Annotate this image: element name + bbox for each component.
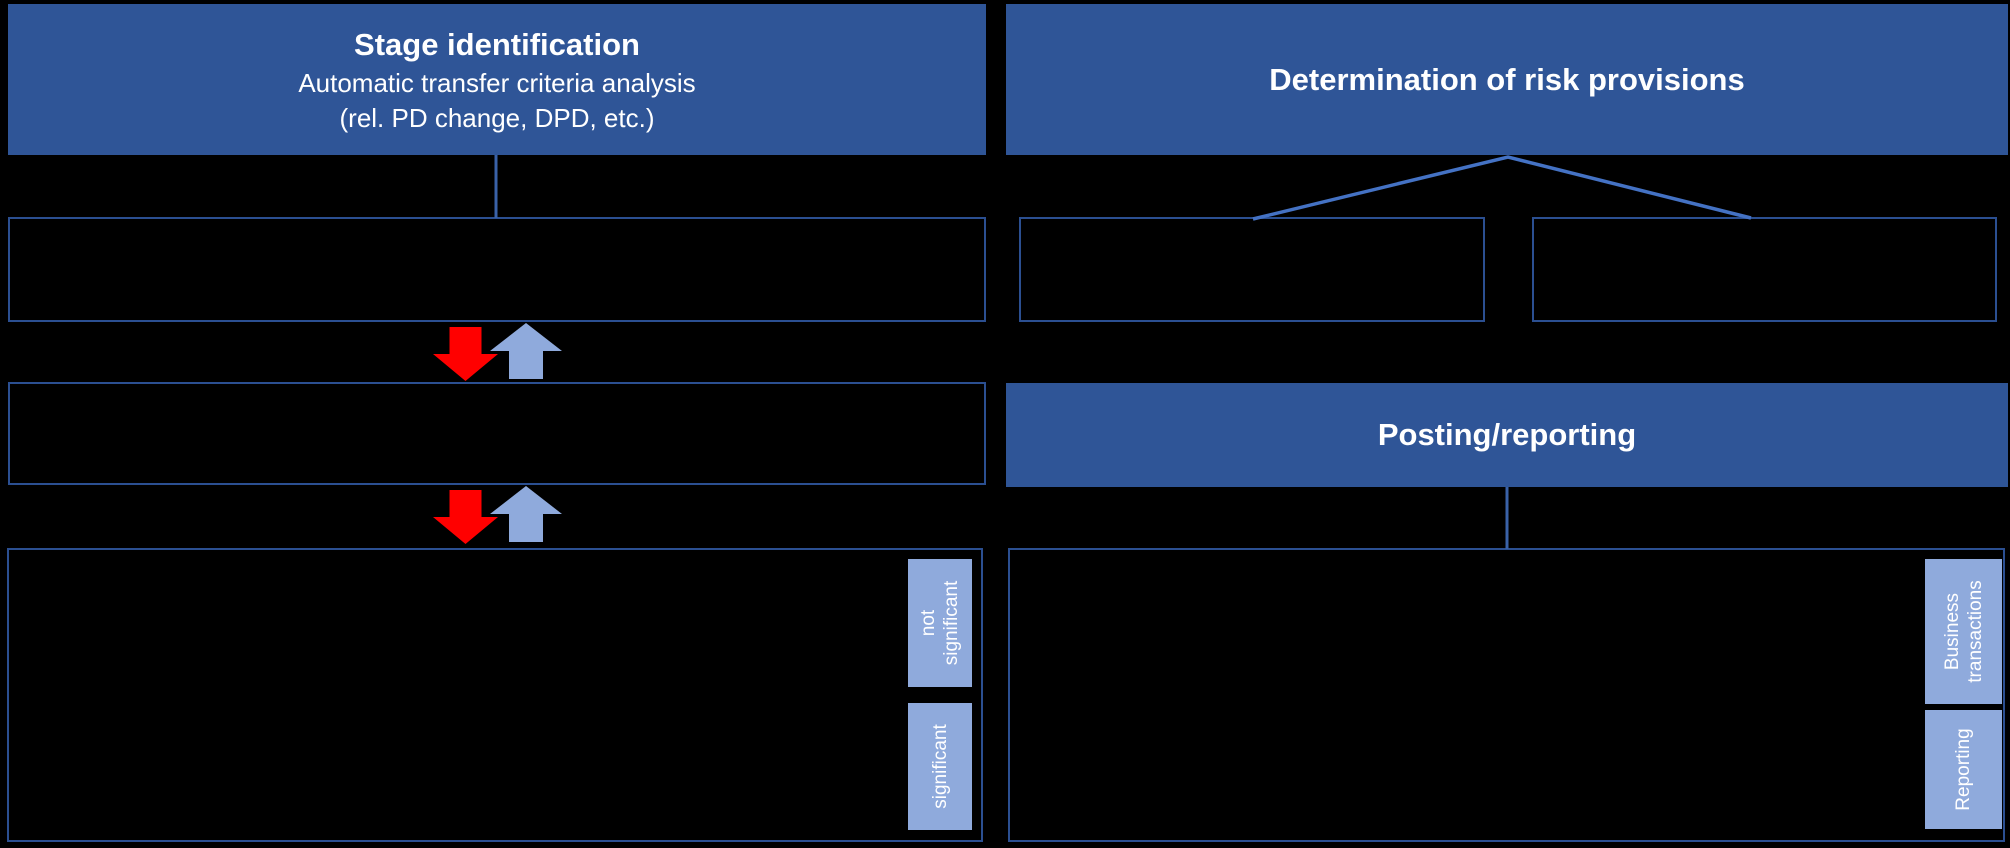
not-significant-label-text: not significant [908, 559, 972, 687]
up-arrow-icon [490, 323, 562, 379]
posting-empty-box [1008, 548, 2005, 842]
stage-identification-subtitle-2: (rel. PD change, DPD, etc.) [339, 102, 655, 133]
stage-identification-header: Stage identification Automatic transfer … [8, 4, 986, 155]
posting-reporting-title: Posting/reporting [1377, 417, 1637, 452]
business-transactions-label-text: Business transactions [1925, 559, 2002, 704]
reporting-label: Reporting [1925, 710, 2002, 829]
risk-provisions-branch-lines [1252, 155, 1752, 221]
posting-reporting-header: Posting/reporting [1006, 383, 2008, 487]
stage-identification-subtitle-1: Automatic transfer criteria analysis [298, 67, 696, 98]
left-empty-box-1 [8, 217, 986, 322]
risk-provisions-header: Determination of risk provisions [1006, 4, 2008, 155]
up-arrow-icon [490, 486, 562, 542]
right-empty-box-right [1532, 217, 1997, 322]
reporting-label-text: Reporting [1925, 710, 2002, 829]
right-empty-box-left [1019, 217, 1485, 322]
risk-provisions-title: Determination of risk provisions [1269, 61, 1745, 97]
down-arrow-icon [433, 490, 498, 544]
left-empty-box-3 [7, 548, 983, 842]
significant-label-text: significant [908, 703, 972, 830]
significant-label: significant [908, 703, 972, 830]
down-arrow-icon [433, 327, 498, 381]
stage-identification-title: Stage identification [354, 26, 640, 62]
business-transactions-label: Business transactions [1925, 559, 2002, 704]
not-significant-label: not significant [908, 559, 972, 687]
left-empty-box-2 [8, 382, 986, 485]
